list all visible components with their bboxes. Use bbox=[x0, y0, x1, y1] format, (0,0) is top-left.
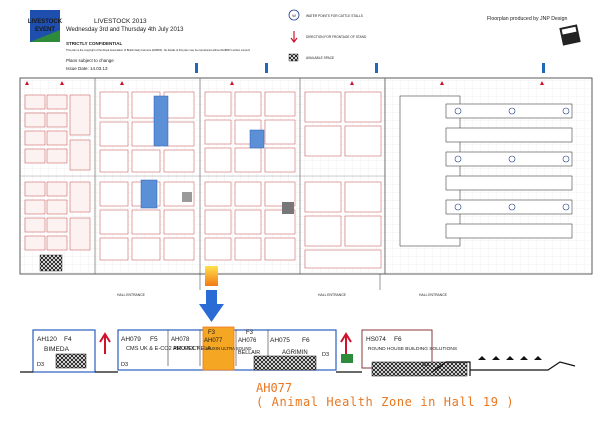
highlighted-stand-blue-2 bbox=[140, 179, 158, 209]
stand-ah075-zone: F6 bbox=[302, 337, 310, 344]
stand-hs074-code: HS074 bbox=[366, 336, 386, 343]
legend-direction: DIRECTION FOR FRONTAGE OF STAND bbox=[306, 35, 367, 39]
producer-credit: Floorplan produced by JNP Design bbox=[487, 16, 567, 22]
stand-ah079-name: CMS UK & E-CO2 PROJECT bbox=[126, 346, 200, 352]
stand-ah075-code: AH075 bbox=[270, 337, 290, 344]
map-legend: W WATER POINTS FOR CATTLE STALLS DIRECTI… bbox=[288, 9, 367, 62]
stand-ah079-row: D3 bbox=[121, 362, 128, 368]
stand-ah077-zone: F3 bbox=[208, 330, 216, 336]
stand-ah076-code: AH076 bbox=[238, 338, 257, 344]
stand-ah075-name: AGRIMIN bbox=[282, 350, 308, 356]
jnp-design-logo bbox=[559, 24, 581, 46]
header-subject: Plans subject to change bbox=[66, 58, 114, 63]
header-dates: Wednesday 3rd and Thursday 4th July 2013 bbox=[66, 27, 184, 33]
stand-hs074-zone: F6 bbox=[394, 336, 402, 343]
highlighted-stand-blue-1 bbox=[153, 95, 169, 147]
stand-ah120-zone: F4 bbox=[64, 336, 72, 343]
stand-ah120-code: AH120 bbox=[37, 336, 57, 343]
stand-ah120-name: BIMEDA bbox=[44, 346, 70, 353]
legend-water: WATER POINTS FOR CATTLE STALLS bbox=[306, 14, 363, 18]
stand-ah079-zone: F5 bbox=[150, 336, 158, 343]
stand-ah077-name: KAIXIN ULTRA SOUND bbox=[206, 346, 252, 351]
frontage-arrow-icon bbox=[99, 332, 111, 354]
stand-hs074-row: D3 bbox=[422, 362, 429, 368]
row-label-d3: D3 bbox=[37, 362, 44, 368]
caption-zone: ( Animal Health Zone in Hall 19 ) bbox=[256, 395, 515, 409]
hall-entrance-3: HALL ENTRANCE bbox=[419, 293, 448, 297]
header-title: LIVESTOCK 2013 bbox=[94, 18, 147, 25]
legend-space: AVAILABLE SPACE bbox=[306, 56, 334, 60]
highlight-pointer bbox=[205, 266, 218, 286]
livestock-event-logo: LIVESTOCK EVENT bbox=[28, 10, 63, 42]
stand-ah079-code: AH079 bbox=[121, 336, 141, 343]
header-copyright: This plan is the copyright of the Royal … bbox=[66, 48, 250, 52]
stand-ah078-code: AH078 bbox=[171, 337, 190, 343]
hall-entrance-2: HALL ENTRANCE bbox=[318, 293, 347, 297]
stand-ah076-zone: F3 bbox=[246, 330, 254, 336]
frontage-arrow-icon-2 bbox=[340, 332, 352, 354]
exhibition-hall-plan bbox=[19, 63, 593, 275]
logo-line1: LIVESTOCK bbox=[28, 19, 63, 25]
stand-ah076-name: BELLAIR bbox=[238, 350, 260, 356]
water-point-icon bbox=[288, 9, 300, 21]
zoomed-stand-row: AH120 F4 BIMEDA AH079 F5 CMS UK & E-CO2 … bbox=[20, 326, 576, 377]
header-issue: Issue Date: 14.03.13 bbox=[66, 66, 108, 71]
stand-ah077-code: AH077 bbox=[204, 338, 223, 344]
svg-text:W: W bbox=[292, 13, 296, 18]
direction-arrow-icon bbox=[290, 31, 298, 43]
highlighted-stand-ah077 bbox=[202, 326, 235, 371]
available-space-icon bbox=[288, 53, 299, 62]
caption-stand-code: AH077 bbox=[256, 381, 293, 395]
stand-ah075-row: D3 bbox=[322, 352, 329, 358]
stand-ah078-name: AMUPOL KELA bbox=[173, 346, 211, 352]
hall-entrance-1: HALL ENTRANCE bbox=[117, 293, 146, 297]
zoom-arrow-icon bbox=[199, 290, 224, 322]
header-confidential: STRICTLY CONFIDENTIAL bbox=[66, 41, 123, 46]
logo-line2: EVENT bbox=[35, 27, 55, 33]
stand-hs074-name: ROUND HOUSE BUILDING SOLUTIONS bbox=[368, 346, 457, 352]
